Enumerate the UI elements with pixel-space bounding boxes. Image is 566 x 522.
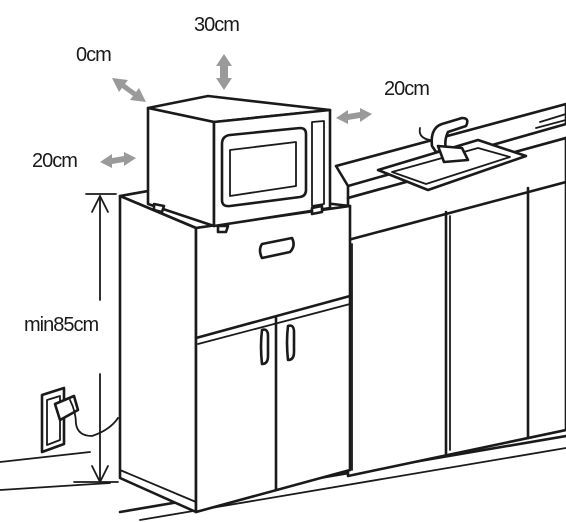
min-height-label: min85cm [24, 314, 99, 336]
left-clearance-label: 20cm [32, 150, 78, 172]
clearance-arrows [100, 54, 372, 168]
oven-cabinet [118, 184, 352, 514]
kitchen-counter [334, 102, 566, 478]
back-clearance-label: 0cm [76, 44, 112, 66]
microwave-oven [146, 94, 332, 234]
wall-socket [40, 386, 119, 454]
height-dimension [73, 193, 119, 483]
arrow-back [112, 78, 146, 102]
arrow-left [100, 152, 136, 168]
right-clearance-label: 20cm [384, 78, 430, 100]
arrow-top [216, 54, 232, 90]
arrow-right [336, 108, 372, 124]
top-clearance-label: 30cm [194, 14, 240, 36]
